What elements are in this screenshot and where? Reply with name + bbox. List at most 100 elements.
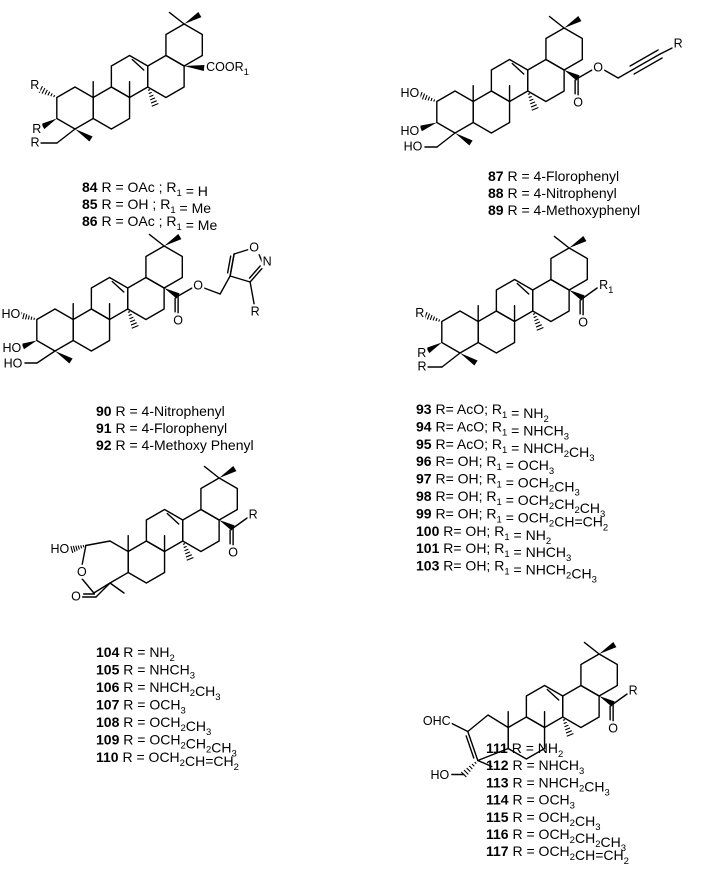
compound-caption-91: 91 R = 4-Florophenyl [96,420,227,436]
label-bg [421,713,452,728]
hash-mark [463,769,469,775]
label-bg [49,541,71,556]
label-bg [29,77,41,92]
atom-ohc: OHC [423,714,451,728]
label-bg [402,139,424,154]
compound-caption-94: 94 R= AcO; R1 = NHCH3 [416,418,569,442]
label-bg [192,278,205,293]
hash-mark [147,89,151,91]
c12-c13-double [131,58,145,71]
alkyne [629,49,659,67]
hash-mark [182,543,186,545]
atom-o-ester: O [193,278,203,292]
compound-caption-107: 107 R = OCH3 [96,697,186,717]
alkyne-a [617,69,633,79]
ch2 [203,287,221,295]
atom-n-isoxazole: N [263,254,272,268]
c3-subst [426,342,442,354]
methyl-c14 [127,311,139,329]
hash-mark [565,730,572,734]
atom-ho-c2: HO [400,86,419,100]
hash-mark [33,317,35,321]
atom-o-carbonyl: O [573,95,583,109]
methyl-c20a [553,235,570,249]
hash-mark [80,545,83,549]
c-r [232,517,248,529]
methyl-c20a [148,233,165,247]
hash-mark [471,763,475,767]
hash-mark [150,97,156,101]
isoxazole-double [226,255,232,274]
c12-c13-double [111,280,125,293]
atom-r-isoxazole: R [251,304,260,318]
hash-mark [149,94,154,98]
hash-mark [184,548,189,552]
atom-o-cho: O [71,589,81,603]
c17-carbonyl [184,65,205,71]
hash-mark [527,93,531,95]
isoxazole-r [249,281,255,305]
atom-ho: HO [50,542,69,556]
compound-caption-95: 95 R= AcO; R1 = NHCH2CH3 [416,436,595,464]
isoxazole-cn-double [249,265,265,283]
label-bg [416,345,428,360]
label-bg [592,60,605,75]
ring-a7 [93,550,129,594]
c17-carbonyl [564,70,580,81]
label-bg [0,306,22,321]
hash-mark [535,321,541,325]
atom-r-ch2: R [30,135,39,149]
alkyne-r [659,47,673,55]
c4-methyl [109,582,125,594]
isoxazole [229,275,251,283]
isoxazole [233,248,251,255]
atom-r-c2: R [415,306,424,320]
methyl-c20b [164,233,182,246]
hash-mark [421,93,426,100]
hash-mark [432,316,436,321]
atom-o-isoxazole: O [249,240,259,254]
hash-mark [424,94,428,101]
methyl-c20a [583,641,600,655]
hash-mark [148,91,152,95]
hash-mark [435,317,438,322]
hash-mark [533,315,537,319]
c12-c13-double [166,512,180,525]
c4-methyl [55,351,73,364]
compound-caption-115: 115 R = OCH2CH3 [486,809,601,833]
hash-mark [426,313,431,320]
hash-mark [563,721,567,725]
c4-ch2 [436,132,456,148]
label-bg [70,589,83,604]
label-bg [31,121,43,136]
label-bg [672,36,684,51]
c-oh [70,544,85,554]
hash-mark [564,724,569,728]
methyl-c20b [569,235,587,248]
hash-mark [536,326,544,331]
hash-mark [150,100,157,104]
atom-o-ester: O [593,60,603,74]
hash-mark [77,545,80,550]
hash-mark [27,315,30,320]
label-bg [607,721,620,736]
hash-mark [70,545,74,554]
atom-ho: HO [430,768,449,782]
label-bg [572,95,585,110]
ring-a5 [467,714,509,733]
hash-mark [151,102,159,107]
compound-caption-96: 96 R= OH; R1 = OCH3 [416,453,554,477]
methyl-c14 [527,93,539,111]
c4-ch2 [36,350,56,364]
compound-caption-100: 100 R= OH; R1 = NH2 [416,523,551,547]
hash-mark [529,98,534,102]
compound-caption-106: 106 R = NHCH2CH3 [96,679,221,703]
atom-ho-ch2: HO [404,139,423,153]
atom-r-alkyne: R [674,36,683,50]
hash-mark [47,91,51,96]
compound-caption-109: 109 R = OCH2CH2CH3 [96,732,237,760]
atom-ho-c3: HO [400,124,419,138]
isoxazole-cn-double [248,265,261,279]
alkyne [633,57,663,75]
hash-mark [75,545,78,551]
